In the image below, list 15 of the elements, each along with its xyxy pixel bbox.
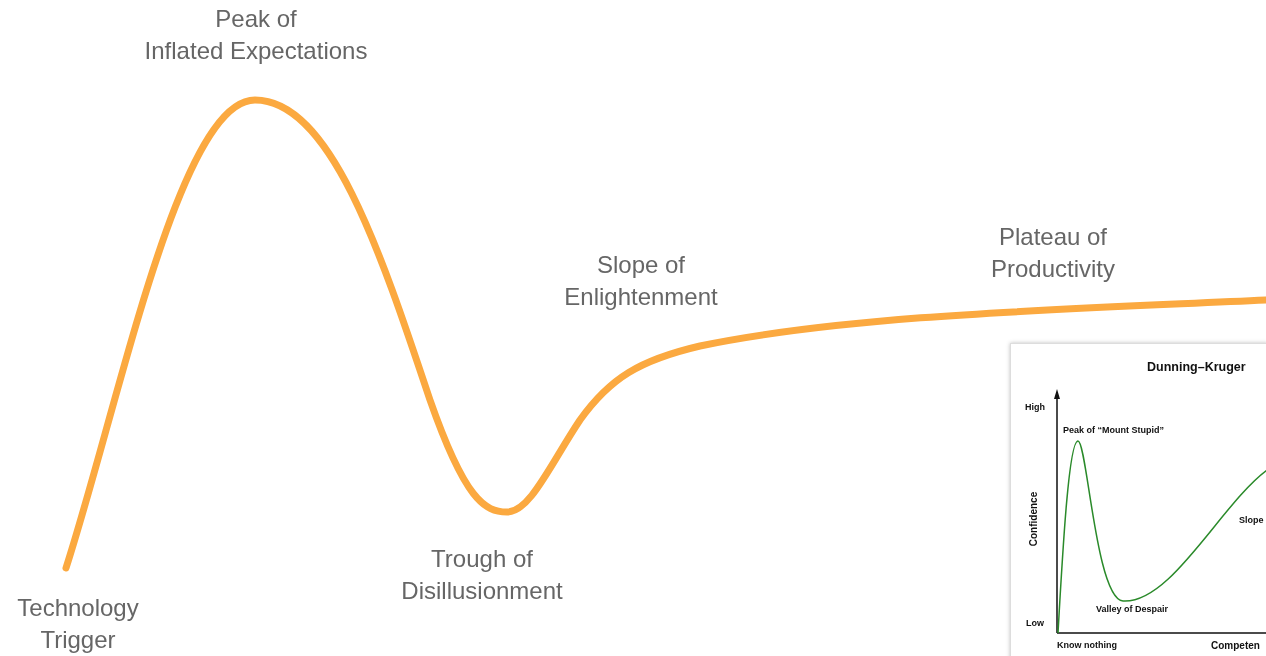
stage-label: Trough of Disillusionment — [401, 544, 563, 606]
axis-tick-label: Low — [1026, 618, 1044, 629]
stage-label: Technology Trigger — [17, 593, 139, 655]
curve-label: Slope — [1239, 515, 1264, 526]
chart-title: Dunning–Kruger — [1147, 362, 1246, 373]
axis-tick-label: Know nothing — [1057, 640, 1117, 651]
axis-title: Confidence — [1027, 491, 1039, 547]
stage-label: Slope of Enlightenment — [564, 250, 718, 312]
axis-title: Competen — [1211, 640, 1260, 651]
axis-tick-label: High — [1025, 402, 1045, 413]
chart-inset-panel — [1010, 343, 1266, 656]
curve-label: Valley of Despair — [1096, 604, 1169, 615]
curve-label: Peak of “Mount Stupid” — [1063, 425, 1164, 436]
stage-label: Plateau of Productivity — [991, 222, 1115, 284]
stage-label: Peak of Inflated Expectations — [144, 4, 368, 66]
